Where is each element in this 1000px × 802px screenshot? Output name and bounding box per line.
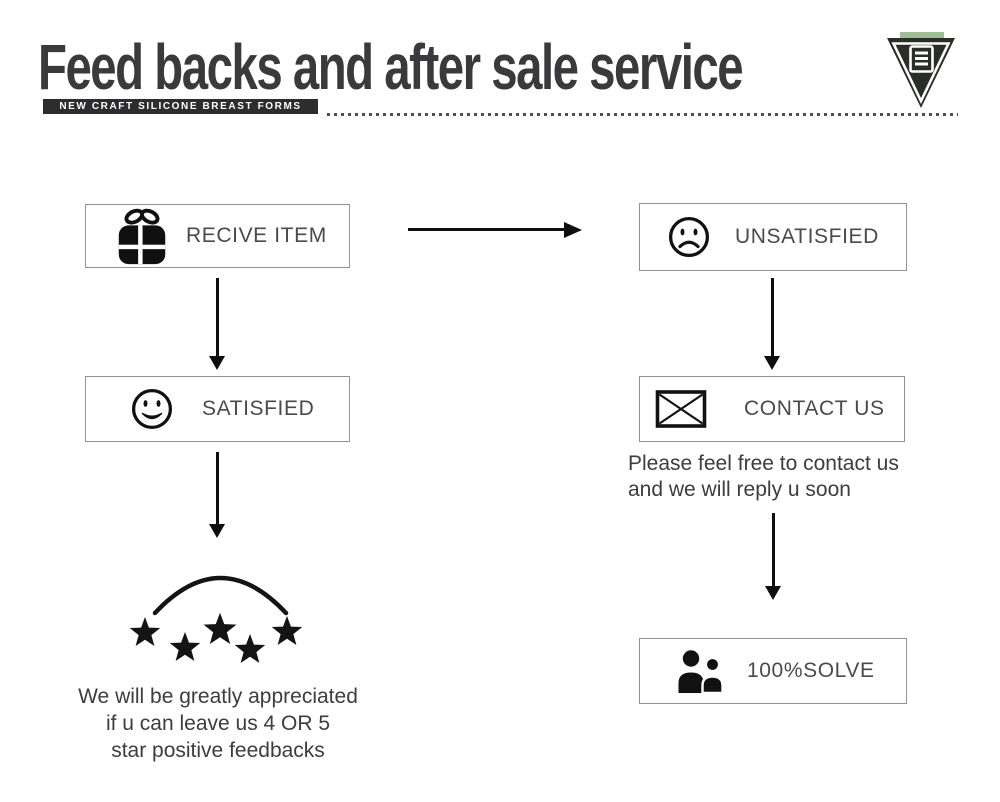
document-icon [909,45,934,73]
brand-badge-icon [887,32,955,108]
satisfied-label: SATISFIED [202,397,315,420]
flow-box-unsatisfied: UNSATISFIED [639,203,907,271]
star-icon [203,612,237,644]
contact-note-line: Please feel free to contact us [628,452,899,475]
five-stars-arc-icon [129,575,303,663]
contact-note-line: and we will reply u soon [628,478,851,501]
receive-item-label: RECIVE ITEM [186,224,327,247]
star-icon [234,634,266,663]
stars-arc [152,575,289,616]
tagline-badge: NEW CRAFT SILICONE BREAST FORMS [43,99,318,114]
contact-us-label: CONTACT US [744,397,885,420]
flow-box-solve: 100%SOLVE [639,638,907,704]
dotted-divider [327,113,958,116]
people-icon [674,646,728,696]
flow-box-satisfied: SATISFIED [85,376,350,442]
unsatisfied-label: UNSATISFIED [735,225,879,248]
feedback-note: We will be greatly appreciated if u can … [58,683,378,764]
star-icon [169,632,201,661]
page-title: Feed backs and after sale service [38,31,744,103]
happy-face-icon [130,387,174,431]
feedback-note-line: if u can leave us 4 OR 5 [105,712,331,735]
star-icon [271,616,303,645]
solve-label: 100%SOLVE [747,659,875,682]
badge-green-bar [900,32,944,42]
gift-icon [116,206,168,266]
star-icon [129,617,161,646]
feedback-note-line: We will be greatly appreciated [78,685,358,708]
flow-box-contact-us: CONTACT US [639,376,905,442]
feedback-note-line: star positive feedbacks [111,739,325,762]
sad-face-icon [667,215,711,259]
flow-box-receive-item: RECIVE ITEM [85,204,350,268]
contact-note: Please feel free to contact us and we wi… [628,451,940,503]
envelope-icon [655,389,707,429]
